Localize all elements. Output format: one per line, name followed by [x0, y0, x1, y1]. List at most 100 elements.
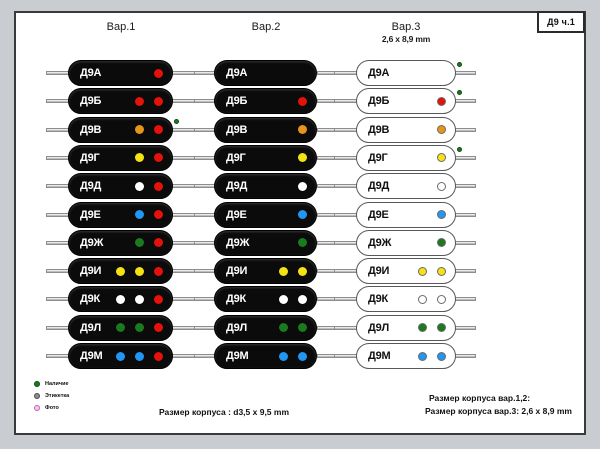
lead-left — [334, 240, 358, 245]
component-label: Д9А — [368, 67, 390, 79]
component-body: Д9Е — [214, 201, 317, 228]
lead-left — [194, 155, 216, 160]
column-header-var2: Вар.2 — [201, 21, 331, 33]
component-var3-Д9Б: Д9Б — [334, 88, 476, 115]
component-label: Д9Л — [368, 321, 390, 334]
marking-dot-red — [135, 96, 144, 106]
component-label: Д9А — [226, 67, 248, 79]
component-body: Д9Г — [68, 144, 173, 171]
marking-dot-red — [154, 238, 163, 248]
marking-dot-yellow — [135, 266, 144, 276]
lead-right — [172, 127, 196, 132]
lead-left — [194, 240, 216, 245]
marking-dot-white — [437, 181, 446, 191]
marking-dot-red — [154, 294, 163, 304]
lead-left — [194, 354, 216, 358]
column-header-var3-label: Вар.3 — [391, 21, 421, 33]
lead-left — [334, 184, 358, 189]
component-body: Д9И — [356, 258, 456, 285]
marking-dot-red — [154, 96, 163, 106]
marking-dot-white — [298, 294, 307, 304]
marking-dot-yellow — [437, 266, 446, 276]
marking-dot-yellow — [298, 266, 307, 276]
component-label: Д9Б — [226, 95, 248, 108]
component-body: Д9Б — [68, 88, 173, 115]
marking-dot-yellow — [437, 153, 446, 163]
marking-dot-blue — [418, 351, 427, 361]
component-var1-Д9М: Д9М — [46, 343, 196, 369]
component-body: Д9Г — [356, 144, 456, 171]
marking-dot-orange — [437, 125, 446, 135]
component-var3-Д9И: Д9И — [334, 258, 476, 285]
lead-left — [46, 99, 70, 104]
lead-left — [194, 325, 216, 330]
marking-dot-green — [279, 323, 288, 333]
marking-dot-red — [154, 125, 163, 135]
marking-dot-green — [437, 238, 446, 248]
component-body: Д9А — [214, 60, 317, 86]
lead-left — [334, 99, 358, 104]
table-row: Д9М Д9М Д9М — [16, 343, 584, 369]
marking-dot-orange — [135, 125, 144, 135]
marking-dot-yellow — [135, 153, 144, 163]
component-body: Д9А — [68, 60, 173, 86]
component-body: Д9Д — [68, 173, 173, 200]
marking-dot-orange — [298, 125, 307, 135]
marking-dot-blue — [298, 351, 307, 361]
component-label: Д9Г — [368, 151, 388, 164]
component-body: Д9Ж — [68, 229, 173, 256]
component-body: Д9Л — [68, 314, 173, 341]
component-label: Д9В — [368, 123, 390, 136]
component-var3-Д9Д: Д9Д — [334, 173, 476, 200]
lead-left — [46, 325, 70, 330]
component-var1-Д9Ж: Д9Ж — [46, 229, 196, 256]
component-var1-Д9И: Д9И — [46, 258, 196, 285]
legend-item-photo-label: Фото — [45, 405, 59, 411]
component-var2-Д9Г: Д9Г — [194, 144, 339, 171]
component-var1-Д9А: Д9А — [46, 60, 196, 86]
component-var2-Д9Д: Д9Д — [194, 173, 339, 200]
component-body: Д9Л — [356, 314, 456, 341]
lead-right — [172, 184, 196, 189]
component-var3-Д9В: Д9В — [334, 116, 476, 143]
marking-dot-green — [298, 238, 307, 248]
marking-dot-white — [437, 294, 446, 304]
marking-dot-red — [154, 323, 163, 333]
component-var1-Д9К: Д9К — [46, 286, 196, 313]
component-body: Д9Л — [214, 314, 317, 341]
marking-dot-blue — [437, 210, 446, 219]
marking-dot-red — [154, 210, 163, 219]
lead-left — [194, 127, 216, 132]
component-label: Д9М — [80, 350, 103, 362]
lead-left — [46, 127, 70, 132]
component-var1-Д9Г: Д9Г — [46, 144, 196, 171]
note-right-size-var12: Размер корпуса вар.1,2: — [429, 393, 531, 403]
component-var3-Д9М: Д9М — [334, 343, 476, 369]
lead-left — [46, 354, 70, 358]
lead-left — [46, 155, 70, 160]
lead-right — [172, 71, 196, 75]
lead-left — [334, 297, 358, 302]
component-var1-Д9Е: Д9Е — [46, 201, 196, 228]
component-label: Д9Д — [368, 180, 390, 193]
lead-right — [172, 297, 196, 302]
component-var1-Д9Д: Д9Д — [46, 173, 196, 200]
marking-dot-blue — [298, 210, 307, 219]
component-body: Д9М — [214, 343, 317, 369]
component-label: Д9Л — [226, 321, 248, 334]
component-body: Д9Ж — [214, 229, 317, 256]
component-label: Д9Б — [368, 95, 390, 108]
lead-left — [194, 184, 216, 189]
component-label: Д9Л — [80, 321, 102, 334]
lead-right — [172, 99, 196, 104]
availability-marker-icon — [174, 118, 179, 124]
component-body: Д9И — [214, 258, 317, 285]
component-body: Д9Б — [356, 88, 456, 115]
component-body: Д9Д — [214, 173, 317, 200]
component-var1-Д9Л: Д9Л — [46, 314, 196, 341]
component-var3-Д9Е: Д9Е — [334, 201, 476, 228]
marking-dot-yellow — [298, 153, 307, 163]
column-header-var3: Вар.3 2,6 x 8,9 mm — [341, 21, 471, 44]
lead-right — [172, 354, 196, 358]
